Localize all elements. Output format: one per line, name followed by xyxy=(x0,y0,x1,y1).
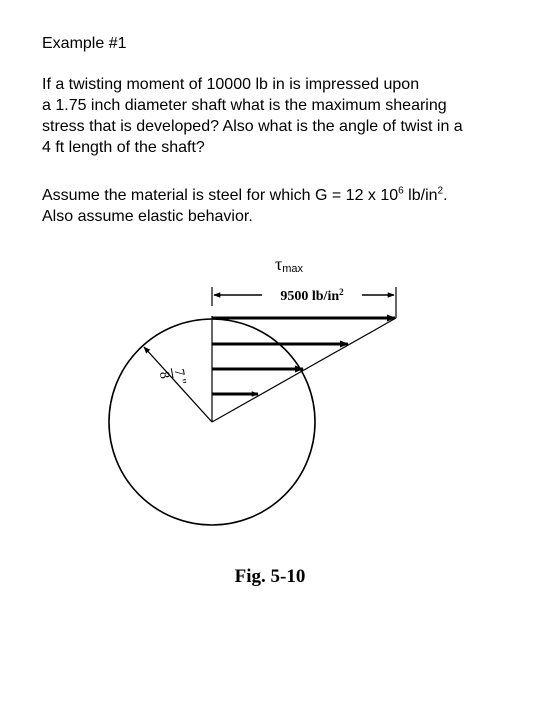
problem-statement: If a twisting moment of 10000 lb in is i… xyxy=(42,74,522,158)
exponent-6: 6 xyxy=(398,185,404,197)
problem-line-4: 4 ft length of the shaft? xyxy=(42,139,205,156)
assumption-line-1: Assume the material is steel for which G… xyxy=(42,185,522,206)
shaft-stress-figure: τmax 9500 lb/in2 7 " 8 xyxy=(108,254,397,526)
stress-distribution-line xyxy=(211,317,397,423)
dimension-label: 9500 lb/in2 xyxy=(280,287,344,304)
assumption-text-c: . xyxy=(443,187,448,204)
problem-line-1: If a twisting moment of 10000 lb in is i… xyxy=(42,76,420,93)
assumptions: Assume the material is steel for which G… xyxy=(42,185,522,227)
dimension-label-exponent: 2 xyxy=(339,287,344,297)
assumption-line-2: Also assume elastic behavior. xyxy=(42,208,253,225)
problem-line-2: a 1.75 inch diameter shaft what is the m… xyxy=(42,97,447,114)
tau-max-label: τmax xyxy=(275,254,304,275)
exponent-2: 2 xyxy=(437,185,444,197)
example-title: Example #1 xyxy=(42,35,127,52)
assumption-text-a: Assume the material is steel for which G… xyxy=(42,187,399,204)
problem-line-3: stress that is developed? Also what is t… xyxy=(42,118,463,135)
figure-caption: Fig. 5-10 xyxy=(234,566,306,587)
radius-unit: " xyxy=(172,378,188,386)
fraction-bar xyxy=(170,368,174,379)
dimension-line: 9500 lb/in2 xyxy=(211,287,397,318)
radius-denominator: 8 xyxy=(156,370,172,379)
radius-line xyxy=(143,346,213,423)
tau-symbol: τ xyxy=(275,254,282,274)
radius-label: 7 " 8 xyxy=(156,368,188,386)
tau-subscript: max xyxy=(282,263,303,275)
dimension-label-text: 9500 lb/in xyxy=(280,289,339,304)
stress-arrows xyxy=(212,314,396,397)
radius-numerator: 7 xyxy=(171,368,187,377)
assumption-text-b: lb/in xyxy=(403,187,438,204)
